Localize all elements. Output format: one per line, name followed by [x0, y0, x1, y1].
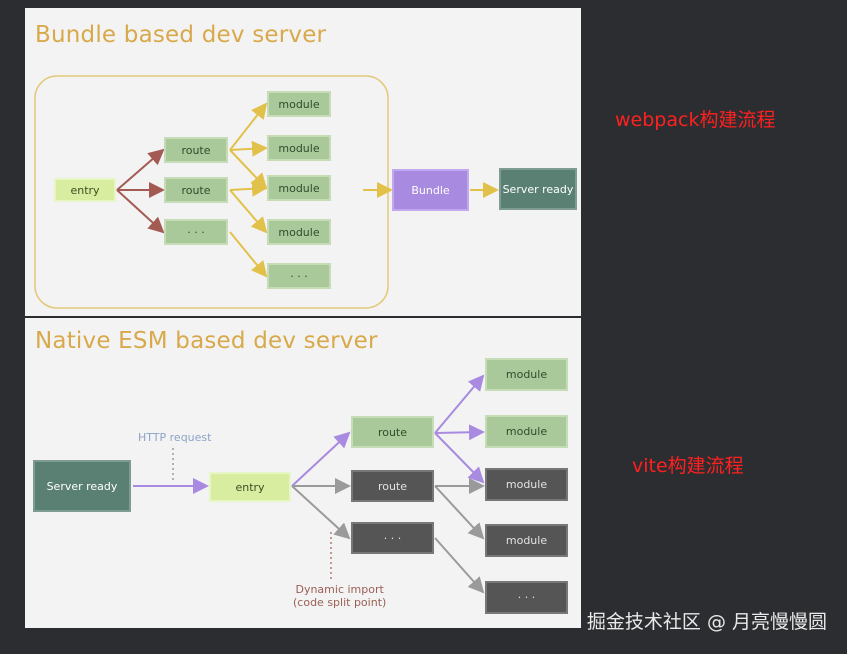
- bundle-entry-node: entry: [54, 178, 116, 202]
- esm-route-node-1: route: [351, 416, 434, 448]
- esm-diagram-arrows: [133, 374, 485, 594]
- dynamic-import-line-1: Dynamic import: [295, 583, 384, 596]
- bundle-module-node-1: module: [267, 91, 331, 117]
- dynamic-import-line-2: (code split point): [293, 596, 387, 609]
- esm-module-node-5: · · ·: [485, 581, 568, 614]
- esm-module-node-1: module: [485, 358, 568, 391]
- bundle-diagram-panel: Bundle based dev server entry route rout…: [25, 8, 581, 316]
- esm-diagram-panel: Native ESM based dev server Server ready…: [25, 318, 581, 628]
- esm-route-node-2: route: [351, 470, 434, 502]
- bundle-route-node-3: · · ·: [164, 219, 228, 245]
- bundle-panel-title: Bundle based dev server: [35, 22, 327, 48]
- bundle-server-ready-node: Server ready: [499, 168, 577, 210]
- dynamic-import-label: Dynamic import (code split point): [293, 583, 386, 609]
- watermark: 掘金技术社区 @ 月亮慢慢圆: [586, 611, 827, 633]
- esm-module-node-4: module: [485, 524, 568, 557]
- http-request-label: HTTP request: [138, 431, 212, 444]
- esm-entry-node: entry: [209, 472, 291, 502]
- esm-server-ready-node: Server ready: [33, 460, 131, 512]
- bundle-module-node-2: module: [267, 135, 331, 161]
- bundle-node: Bundle: [392, 169, 469, 211]
- vite-label: vite构建流程: [632, 455, 744, 477]
- bundle-module-node-3: module: [267, 175, 331, 201]
- webpack-label: webpack构建流程: [615, 109, 776, 131]
- bundle-route-node-2: route: [164, 177, 228, 203]
- bundle-diagram-arrows: [34, 75, 499, 309]
- esm-route-node-3: · · ·: [351, 522, 434, 554]
- esm-module-node-2: module: [485, 415, 568, 448]
- bundle-module-node-4: module: [267, 219, 331, 245]
- bundle-route-node-1: route: [164, 137, 228, 163]
- esm-module-node-3: module: [485, 468, 568, 501]
- bundle-module-node-5: · · ·: [267, 263, 331, 289]
- esm-panel-title: Native ESM based dev server: [35, 328, 378, 354]
